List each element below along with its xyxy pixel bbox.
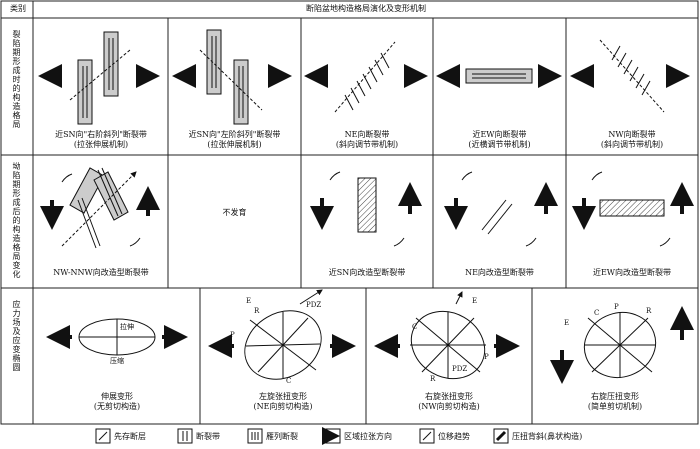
row1-cell3-caption1: NE向断裂带 (344, 130, 390, 139)
row1-cell2-caption1: 近SN向"左阶斜列"断裂带 (188, 130, 281, 139)
row2-cell5-caption: 近EW向改造型断裂带 (592, 268, 672, 277)
row2-cell5-diagram (572, 171, 694, 247)
row2-cell1-caption: NW-NNW向改造型断裂带 (53, 268, 149, 277)
row3-cell2-caption1: 左旋张扭变形 (259, 392, 307, 401)
row1-label: 裂陷期形成时的构造格局 (12, 30, 21, 129)
row2-cell1-diagram (40, 167, 160, 249)
c3-label-r: R (430, 375, 436, 383)
c2-label-p: P (230, 331, 235, 339)
row3-cell1-diagram (46, 318, 188, 356)
row1-cell5-caption2: (斜向调节带机制) (600, 140, 664, 149)
c4-label-c: C (594, 309, 600, 317)
row3-cell4-caption1: 右旋压扭变形 (591, 392, 639, 401)
row3-cell3-caption1: 右旋张扭变形 (425, 392, 473, 401)
legend-icons (95, 427, 509, 445)
legend-label-fault-zone: 断裂带 (196, 432, 220, 441)
fault-zone-icon (177, 428, 193, 444)
row3-cell1-caption2: (无剪切构造) (93, 402, 141, 411)
row2-cell2-caption: 不发育 (222, 208, 247, 217)
row1-cell3-diagram (304, 41, 428, 113)
c3-label-c: C (412, 323, 418, 331)
legend-label-en-echelon: 雁列断裂 (266, 432, 298, 441)
ellipse-label-compression: 压缩 (110, 357, 124, 365)
row1-cell4-diagram (436, 64, 562, 88)
row1-cell1-diagram (38, 31, 160, 125)
row2-cell4-caption: NE向改造型断裂带 (465, 268, 534, 277)
c4-label-e: E (564, 319, 570, 327)
row3-cell4-caption2: (简单剪切机制) (587, 402, 643, 411)
c4-label-r: R (646, 307, 652, 315)
row1-cell1-caption1: 近SN向"右阶斜列"断裂带 (55, 130, 147, 139)
row3-cell1-caption1: 伸展变形 (101, 392, 133, 401)
header-category: 类别 (10, 4, 26, 13)
legend-label-extension: 区域拉张方向 (344, 432, 392, 441)
c2-label-e: E (246, 297, 252, 305)
row1-cell5-diagram (570, 39, 690, 113)
row3-cell4-diagram (550, 306, 694, 384)
ellipse-label-tension: 拉伸 (120, 323, 134, 331)
legend-label-compression: 压扭背斜(鼻状构造) (512, 432, 583, 441)
row3-cell2-diagram (208, 289, 356, 380)
row1-cell1-caption2: (拉张伸展机制) (73, 140, 129, 149)
table-grid (0, 0, 699, 425)
c3-label-e: E (472, 297, 478, 305)
row1-cell2-diagram (172, 29, 292, 125)
c2-label-r: R (254, 307, 260, 315)
row1-cell2-caption2: (拉张伸展机制) (207, 140, 262, 149)
c2-label-pdz: PDZ (306, 301, 322, 309)
c3-label-p: P (484, 353, 489, 361)
row3-cell2-caption2: (NE向剪切构造) (253, 402, 313, 411)
header-title: 断陷盆地构造格局演化及变形机制 (306, 4, 426, 13)
c4-label-p: P (614, 303, 619, 311)
row1-cell3-caption2: (斜向调节带机制) (335, 140, 399, 149)
row2-cell3-diagram (310, 171, 422, 247)
row3-cell3-caption2: (NW向剪切构造) (418, 402, 480, 411)
c3-label-pdz: PDZ (452, 365, 468, 373)
row1-cell4-caption1: 近EW向断裂带 (472, 130, 527, 139)
row1-cell5-caption1: NW向断裂带 (608, 130, 656, 139)
c2-label-c: C (286, 377, 292, 385)
row1-cell4-caption2: (近横调节带机制) (468, 140, 531, 149)
row2-cell3-caption: 近SN向改造型断裂带 (328, 268, 406, 277)
primary-fault-icon (98, 431, 108, 441)
row2-label: 坳陷期形成后的构造格局变化 (12, 162, 21, 279)
row3-cell3-diagram (374, 291, 520, 380)
row3-label: 应力场及应变椭圆 (12, 300, 21, 372)
legend-label-displacement: 位移趋势 (438, 432, 470, 441)
legend-label-primary-fault: 先存断层 (114, 432, 146, 441)
row2-cell4-diagram (444, 171, 558, 247)
